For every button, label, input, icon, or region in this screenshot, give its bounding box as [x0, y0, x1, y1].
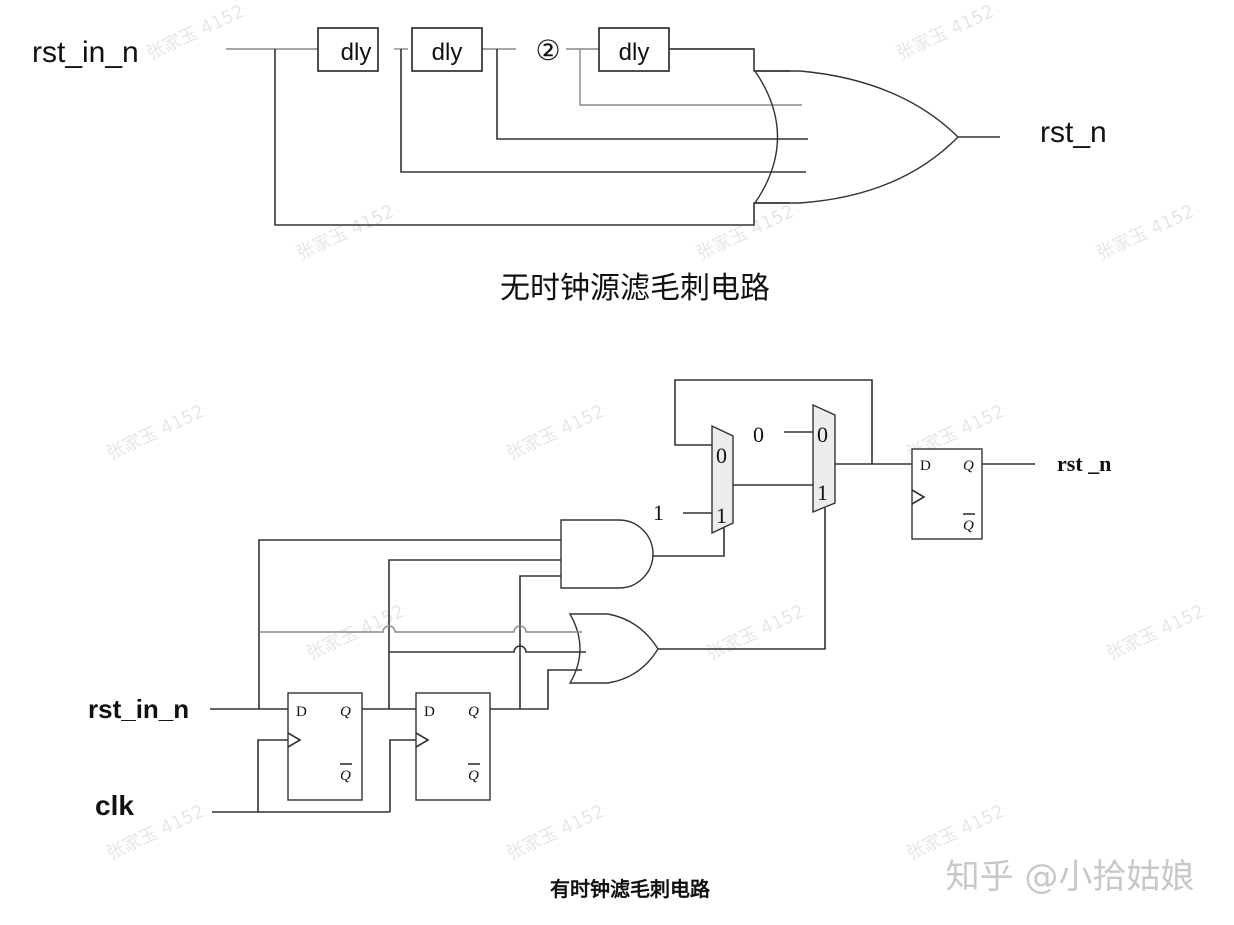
bottom-caption: 有时钟滤毛刺电路 — [550, 877, 711, 901]
or-output-wire — [658, 508, 826, 650]
ff1-q-pin: Q — [340, 704, 351, 720]
clock-triangle-icon — [415, 732, 430, 748]
brand-watermark: 知乎 @小拾姑娘 — [946, 857, 1195, 897]
or-input-3 — [490, 669, 582, 710]
watermark: 张家玉 4152 — [303, 601, 408, 665]
watermark: 张家玉 4152 — [893, 1, 998, 65]
watermark: 张家玉 4152 — [293, 201, 398, 265]
ff3-d-pin: D — [920, 458, 931, 474]
or-input-1 — [259, 625, 582, 633]
clock-label: clk — [95, 790, 134, 821]
watermark: 张家玉 4152 — [503, 801, 608, 865]
and-gate — [560, 519, 654, 589]
watermark: 张家玉 4152 — [703, 601, 808, 665]
delay-label-2: dly — [432, 39, 463, 66]
and-input-1 — [258, 539, 561, 709]
ff3-qbar-pin: Q — [963, 518, 974, 534]
delay-label-1: dly — [341, 39, 372, 66]
watermark: 张家玉 4152 — [693, 201, 798, 265]
flip-flop-3 — [911, 448, 983, 540]
mux1-const-label: 1 — [653, 500, 664, 525]
or-input-2 — [389, 645, 586, 653]
or-gate — [753, 70, 959, 204]
clk-wire-ff2 — [389, 739, 416, 812]
tap-wire-4 — [579, 49, 802, 106]
delay-label-3: dly — [619, 39, 650, 66]
mux2-in0-label: 0 — [817, 422, 828, 447]
mux2-in1-label: 1 — [817, 480, 828, 505]
mux1-in1-label: 1 — [716, 503, 727, 528]
delay-box-1 — [317, 27, 379, 72]
or-gate-small — [568, 613, 659, 684]
ff2-q-pin: Q — [468, 704, 479, 720]
ff1-qbar-pin: Q — [340, 768, 351, 784]
bottom-circuit: rst_in_n clk D Q Q D Q Q — [88, 379, 1111, 901]
clock-triangle-icon — [911, 489, 926, 505]
ff2-qbar-pin: Q — [468, 768, 479, 784]
watermark: 张家玉 4152 — [1103, 601, 1208, 665]
tap-wire-1 — [274, 49, 790, 226]
ff2-d-pin: D — [424, 704, 435, 720]
delay-box-3 — [598, 27, 670, 72]
and-input-3 — [519, 575, 561, 709]
watermark: 张家玉 4152 — [103, 401, 208, 465]
delay-box-2 — [411, 27, 483, 72]
mux-1 — [711, 424, 734, 535]
feedback-wire — [674, 379, 873, 464]
tap-wire-5 — [669, 48, 790, 72]
bottom-output-label: rst _n — [1057, 451, 1111, 476]
top-input-label: rst_in_n — [32, 36, 139, 69]
repeat-marker: ② — [535, 35, 560, 66]
bottom-input-label: rst_in_n — [88, 694, 189, 724]
and-input-2 — [388, 559, 561, 709]
top-caption: 无时钟源滤毛刺电路 — [500, 271, 770, 306]
flip-flop-2 — [415, 692, 491, 801]
top-output-label: rst_n — [1040, 116, 1107, 149]
watermark: 张家玉 4152 — [143, 1, 248, 65]
mux2-const-label: 0 — [753, 422, 764, 447]
ff1-d-pin: D — [296, 704, 307, 720]
watermark: 张家玉 4152 — [503, 401, 608, 465]
tap-wire-3 — [496, 49, 808, 140]
tap-wire-2 — [400, 49, 806, 173]
mux-2 — [812, 403, 836, 514]
watermark: 张家玉 4152 — [903, 801, 1008, 865]
ff3-q-pin: Q — [963, 458, 974, 474]
flip-flop-1 — [287, 692, 363, 801]
watermark: 张家玉 4152 — [1093, 201, 1198, 265]
clock-triangle-icon — [287, 732, 302, 748]
mux1-in0-label: 0 — [716, 443, 727, 468]
top-circuit: rst_in_n dly dly ② dly rst_n 无时钟源滤毛刺电路 — [32, 27, 1107, 306]
clk-wire-ff1 — [257, 739, 288, 812]
and-output-wire — [653, 527, 725, 557]
